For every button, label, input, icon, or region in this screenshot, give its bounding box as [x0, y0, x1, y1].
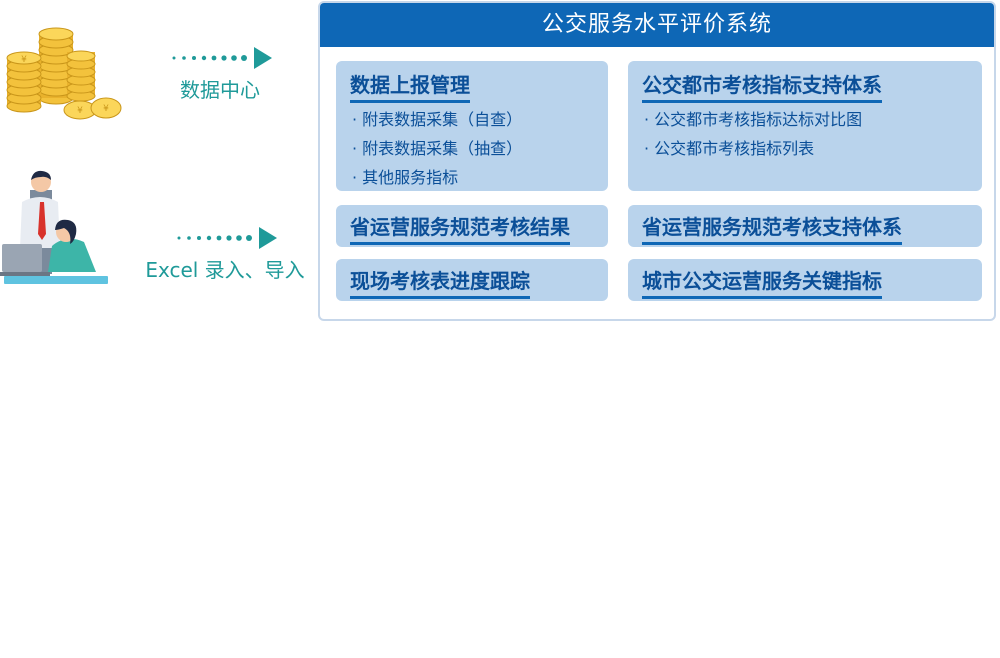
svg-text:¥: ¥: [77, 106, 83, 116]
card-key-service-indicators[interactable]: 城市公交运营服务关键指标: [628, 259, 982, 301]
card-title: 城市公交运营服务关键指标: [642, 265, 882, 299]
dotted-arrow-icon: [177, 227, 277, 249]
card-item[interactable]: 其他服务指标: [352, 163, 522, 192]
system-panel: 公交服务水平评价系统 数据上报管理 附表数据采集（自查） 附表数据采集（抽查） …: [318, 1, 996, 321]
flow-data-center: 数据中心: [160, 46, 280, 103]
card-onsite-assessment-tracking[interactable]: 现场考核表进度跟踪: [336, 259, 608, 301]
card-item[interactable]: 附表数据采集（抽查）: [352, 134, 522, 163]
card-title: 现场考核表进度跟踪: [350, 265, 530, 299]
card-title: 数据上报管理: [350, 69, 470, 103]
card-item-list: 附表数据采集（自查） 附表数据采集（抽查） 其他服务指标: [352, 105, 522, 192]
card-transit-metropolis-support[interactable]: 公交都市考核指标支持体系 公交都市考核指标达标对比图 公交都市考核指标列表: [628, 61, 982, 191]
coins-icon: ¥ ¥ ¥: [6, 27, 122, 120]
card-title: 省运营服务规范考核结果: [350, 211, 570, 245]
card-item-list: 公交都市考核指标达标对比图 公交都市考核指标列表: [644, 105, 862, 163]
card-provincial-assessment-results[interactable]: 省运营服务规范考核结果: [336, 205, 608, 247]
card-title: 省运营服务规范考核支持体系: [642, 211, 902, 245]
card-item[interactable]: 附表数据采集（自查）: [352, 105, 522, 134]
office-workers-icon: [0, 170, 108, 284]
dotted-arrow-icon: [172, 47, 272, 69]
flow-label-excel-import: Excel 录入、导入: [145, 258, 305, 282]
svg-text:¥: ¥: [21, 55, 27, 65]
card-item[interactable]: 公交都市考核指标达标对比图: [644, 105, 862, 134]
card-provincial-assessment-support[interactable]: 省运营服务规范考核支持体系: [628, 205, 982, 247]
flow-label-data-center: 数据中心: [180, 78, 260, 102]
panel-title: 公交服务水平评价系统: [320, 3, 994, 47]
flow-excel-import: Excel 录入、导入: [140, 226, 310, 283]
svg-text:¥: ¥: [103, 104, 109, 114]
card-data-report-management[interactable]: 数据上报管理 附表数据采集（自查） 附表数据采集（抽查） 其他服务指标: [336, 61, 608, 191]
card-item[interactable]: 公交都市考核指标列表: [644, 134, 862, 163]
card-title: 公交都市考核指标支持体系: [642, 69, 882, 103]
